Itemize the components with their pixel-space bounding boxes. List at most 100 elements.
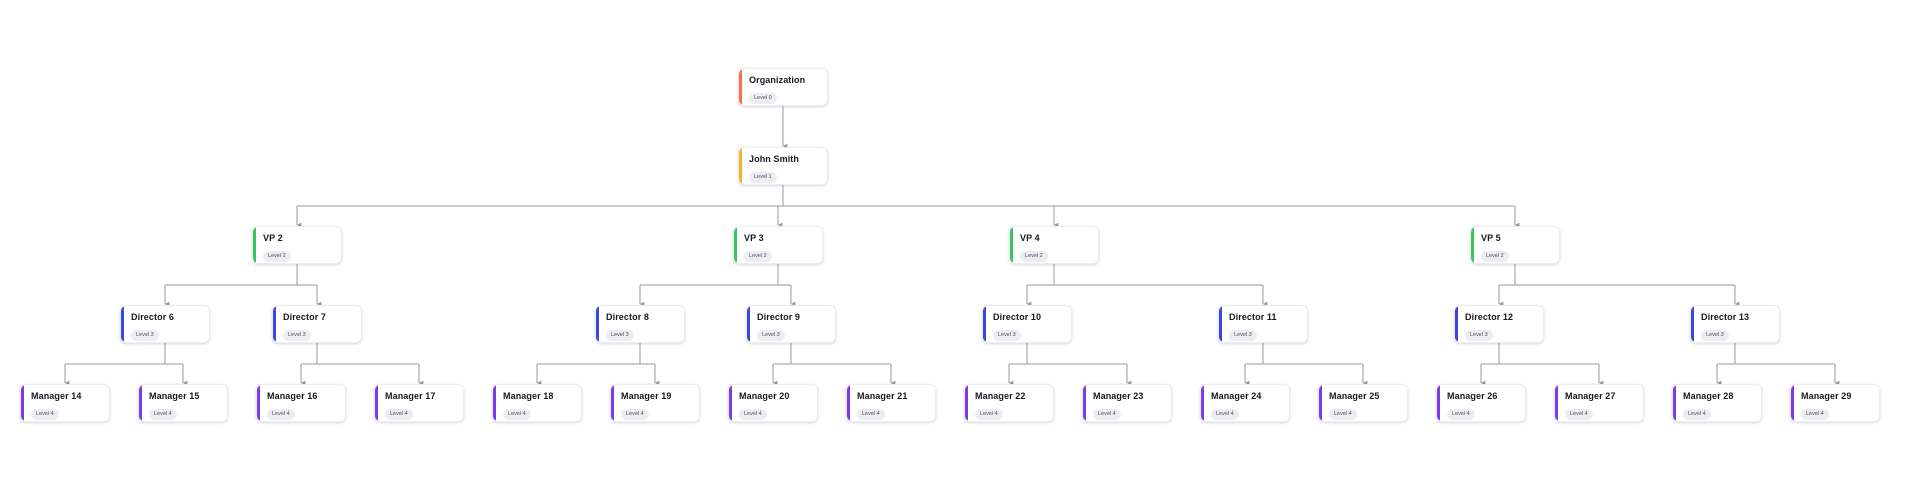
node-accent-bar: [257, 385, 260, 421]
node-level-badge: Level 3: [1229, 329, 1257, 341]
node-accent-bar: [1471, 227, 1474, 263]
node-accent-bar: [739, 69, 742, 105]
node-accent-bar: [121, 306, 124, 342]
node-level-badge: Level 2: [744, 250, 772, 262]
node-level-badge: Level 4: [1211, 408, 1239, 420]
org-node-manager-25[interactable]: Manager 25 Level 4: [1318, 384, 1408, 422]
node-level-badge: Level 3: [1701, 329, 1729, 341]
node-level-badge: Level 1: [749, 171, 777, 183]
node-accent-bar: [1555, 385, 1558, 421]
node-level-badge: Level 3: [993, 329, 1021, 341]
org-node-director-6[interactable]: Director 6 Level 3: [120, 305, 210, 343]
node-title: VP 5: [1481, 233, 1501, 243]
node-title: Organization: [749, 75, 806, 85]
node-level-badge: Level 2: [1481, 250, 1509, 262]
node-level-badge: Level 4: [267, 408, 295, 420]
org-node-director-8[interactable]: Director 8 Level 3: [595, 305, 685, 343]
node-title: Manager 28: [1683, 391, 1734, 401]
node-title: Director 6: [131, 312, 175, 322]
node-level-badge: Level 4: [149, 408, 177, 420]
node-level-badge: Level 4: [739, 408, 767, 420]
org-node-manager-16[interactable]: Manager 16 Level 4: [256, 384, 346, 422]
node-title: Manager 17: [385, 391, 436, 401]
org-node-manager-26[interactable]: Manager 26 Level 4: [1436, 384, 1526, 422]
org-node-director-13[interactable]: Director 13 Level 3: [1690, 305, 1780, 343]
node-title: John Smith: [749, 154, 799, 164]
org-node-director-9[interactable]: Director 9 Level 3: [746, 305, 836, 343]
node-accent-bar: [611, 385, 614, 421]
org-node-vp-3[interactable]: VP 3 Level 2: [733, 226, 823, 264]
node-level-badge: Level 2: [263, 250, 291, 262]
node-title: Manager 27: [1565, 391, 1616, 401]
node-level-badge: Level 4: [1093, 408, 1121, 420]
node-accent-bar: [729, 385, 732, 421]
node-accent-bar: [1791, 385, 1794, 421]
node-level-badge: Level 3: [606, 329, 634, 341]
node-accent-bar: [139, 385, 142, 421]
node-title: Manager 19: [621, 391, 672, 401]
node-accent-bar: [847, 385, 850, 421]
org-node-vp-5[interactable]: VP 5 Level 2: [1470, 226, 1560, 264]
node-level-badge: Level 4: [1683, 408, 1711, 420]
org-node-manager-15[interactable]: Manager 15 Level 4: [138, 384, 228, 422]
node-level-badge: Level 4: [621, 408, 649, 420]
node-title: Manager 15: [149, 391, 200, 401]
node-accent-bar: [273, 306, 276, 342]
node-accent-bar: [1319, 385, 1322, 421]
node-title: Director 12: [1465, 312, 1514, 322]
node-accent-bar: [1673, 385, 1676, 421]
node-accent-bar: [1691, 306, 1694, 342]
node-accent-bar: [375, 385, 378, 421]
org-node-manager-19[interactable]: Manager 19 Level 4: [610, 384, 700, 422]
node-accent-bar: [1219, 306, 1222, 342]
node-accent-bar: [983, 306, 986, 342]
node-level-badge: Level 2: [1020, 250, 1048, 262]
node-title: VP 3: [744, 233, 764, 243]
node-title: Director 9: [757, 312, 801, 322]
org-node-manager-28[interactable]: Manager 28 Level 4: [1672, 384, 1762, 422]
node-title: Manager 26: [1447, 391, 1498, 401]
node-level-badge: Level 4: [1801, 408, 1829, 420]
node-level-badge: Level 3: [283, 329, 311, 341]
node-title: Manager 22: [975, 391, 1026, 401]
node-level-badge: Level 3: [1465, 329, 1493, 341]
node-title: Director 10: [993, 312, 1042, 322]
node-accent-bar: [1010, 227, 1013, 263]
node-accent-bar: [21, 385, 24, 421]
org-node-director-12[interactable]: Director 12 Level 3: [1454, 305, 1544, 343]
node-accent-bar: [734, 227, 737, 263]
node-accent-bar: [965, 385, 968, 421]
node-title: Director 13: [1701, 312, 1750, 322]
node-title: Director 8: [606, 312, 650, 322]
node-accent-bar: [739, 148, 742, 184]
org-node-director-11[interactable]: Director 11 Level 3: [1218, 305, 1308, 343]
node-level-badge: Level 4: [1447, 408, 1475, 420]
node-level-badge: Level 3: [757, 329, 785, 341]
org-node-director-10[interactable]: Director 10 Level 3: [982, 305, 1072, 343]
node-accent-bar: [493, 385, 496, 421]
node-title: Manager 25: [1329, 391, 1380, 401]
node-accent-bar: [747, 306, 750, 342]
node-level-badge: Level 4: [1329, 408, 1357, 420]
node-level-badge: Level 3: [131, 329, 159, 341]
node-title: Director 11: [1229, 312, 1277, 322]
node-accent-bar: [596, 306, 599, 342]
node-accent-bar: [1201, 385, 1204, 421]
node-title: Manager 16: [267, 391, 318, 401]
